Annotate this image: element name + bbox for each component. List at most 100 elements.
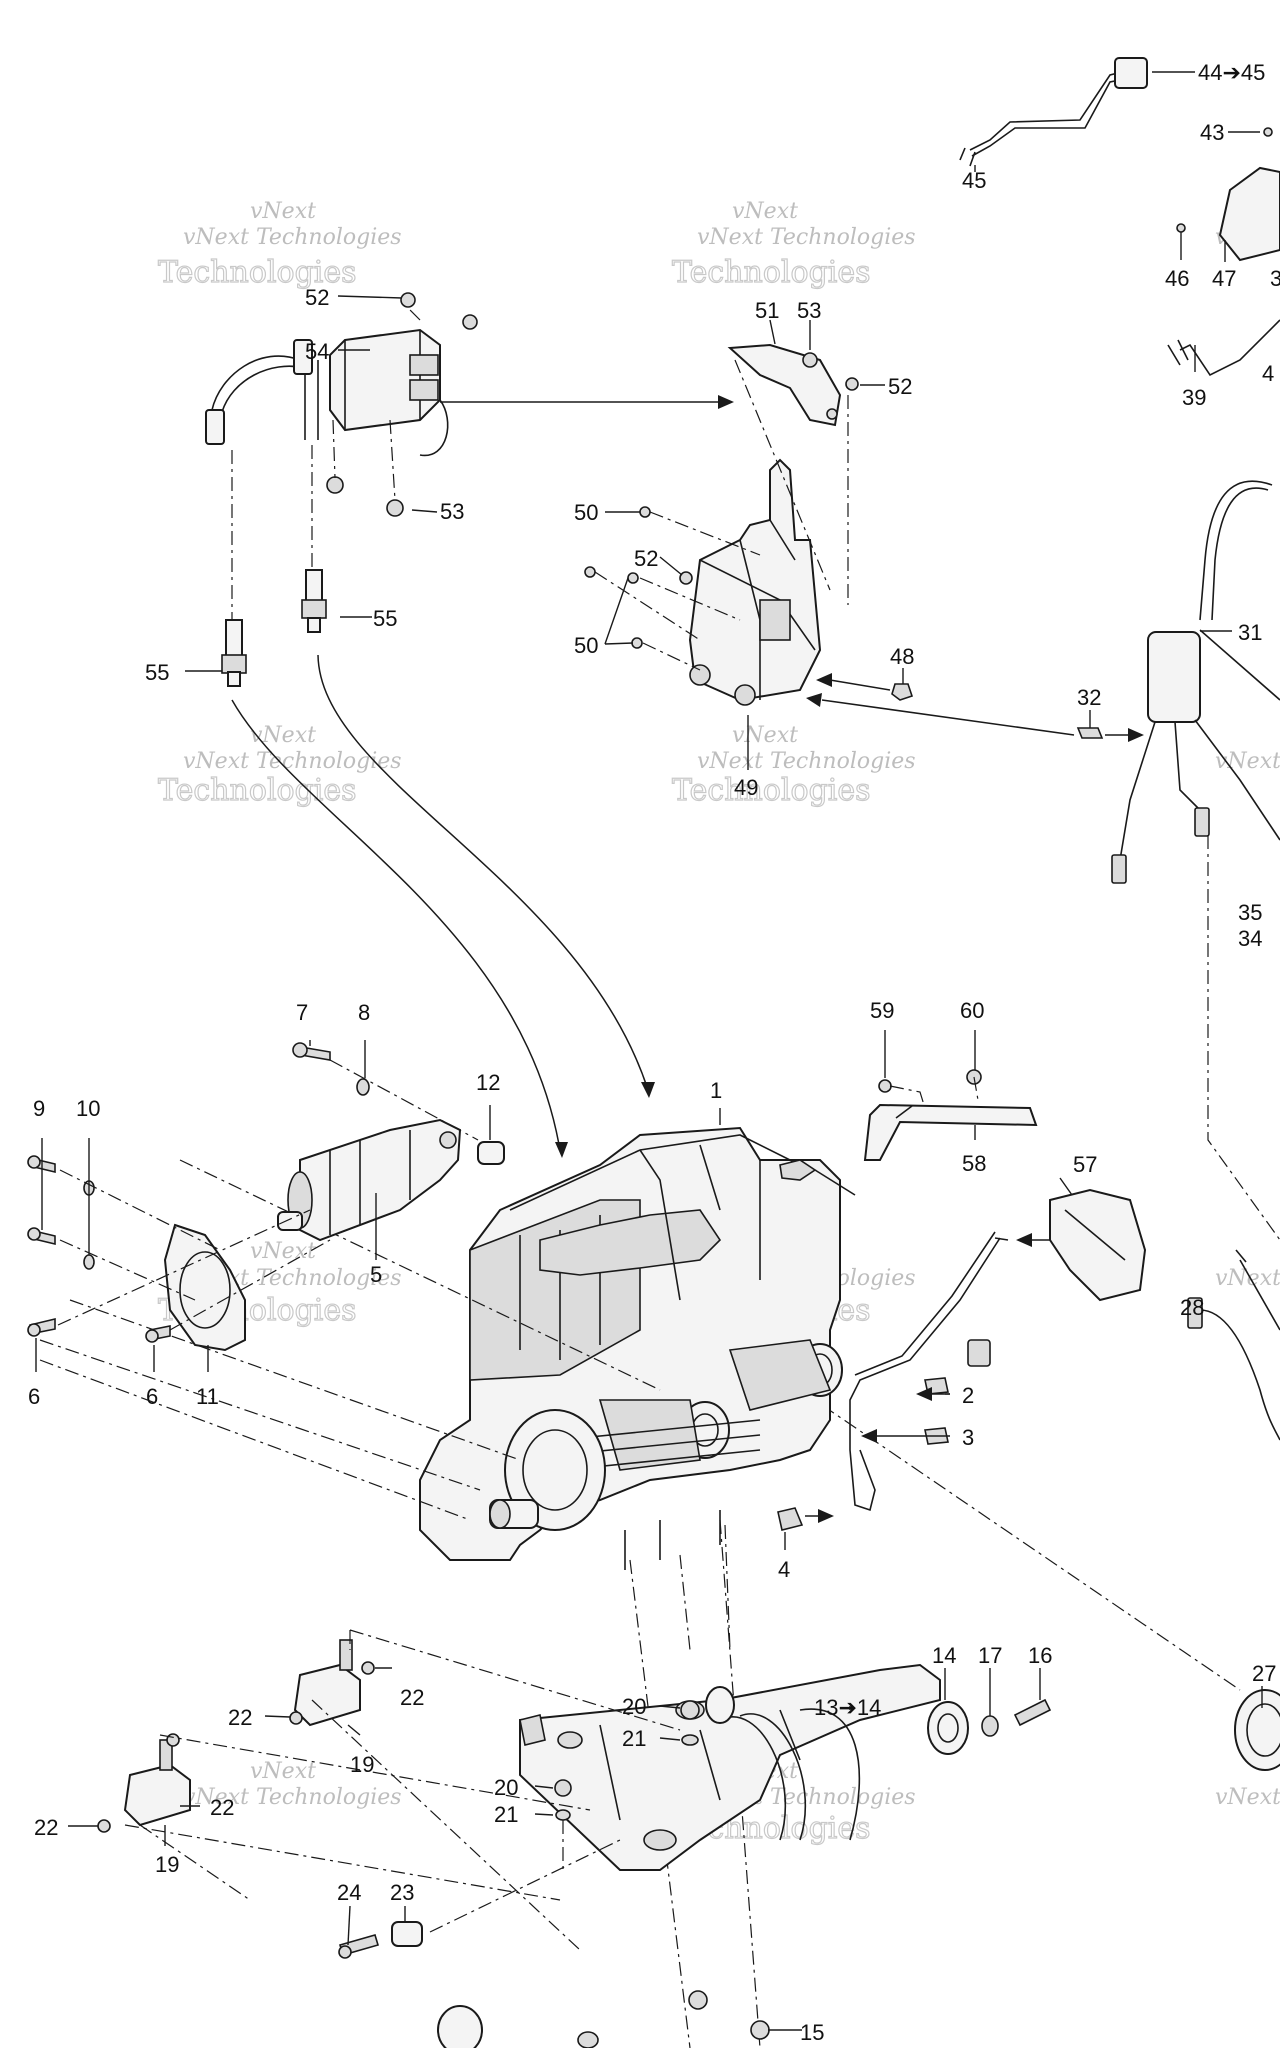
hose-58 [863, 1069, 1038, 1161]
callout-27: 27 [1252, 1661, 1276, 1686]
watermark-9: vNext Technologies vNext Technologies vN… [1215, 225, 1280, 1810]
engine-mount-assembly [97, 1629, 1052, 2048]
callout-6: 6 [146, 1384, 158, 1409]
callout-4: 4 [778, 1557, 790, 1582]
spark-plug-left [221, 619, 247, 687]
callout-9: 9 [33, 1096, 45, 1121]
callout-23: 23 [390, 1880, 414, 1905]
callout-28: 28 [1180, 1295, 1204, 1320]
callout-47: 47 [1212, 266, 1236, 291]
electrical-bracket-assembly [584, 343, 1144, 742]
watermark-2: vNext vNext Technologies Technologies [671, 199, 916, 291]
starter-plate-11 [163, 1223, 246, 1352]
svg-text:vNext: vNext [732, 199, 798, 224]
callout-52: 52 [888, 374, 912, 399]
callout-22: 22 [34, 1815, 58, 1840]
callout-22: 22 [400, 1685, 424, 1710]
callout-60: 60 [960, 998, 984, 1023]
watermark-1: vNext vNext Technologies Technologies [157, 199, 402, 291]
callout-54: 54 [305, 339, 329, 364]
callout-49: 49 [734, 775, 758, 800]
sensor-44 [1114, 57, 1148, 89]
bushing-12 [477, 1141, 505, 1165]
svg-text:vNext Technologies: vNext Technologies [697, 225, 916, 250]
spark-plug-right [301, 569, 327, 633]
callout-21: 21 [494, 1802, 518, 1827]
callout-55: 55 [373, 606, 397, 631]
callout-46: 46 [1165, 266, 1189, 291]
callout-6: 6 [28, 1384, 40, 1409]
coil-bolt [400, 292, 416, 308]
svg-text:Technologies: Technologies [158, 773, 357, 808]
callout-21: 21 [622, 1726, 646, 1751]
callout-45: 45 [962, 168, 986, 193]
callout-10: 10 [76, 1096, 100, 1121]
plug-flow-arrow [317, 654, 649, 1091]
plug-flow-arrow [231, 699, 561, 1151]
callout-53: 53 [440, 499, 464, 524]
svg-text:Technologies: Technologies [672, 255, 871, 290]
callout-19: 19 [155, 1852, 179, 1877]
leader-lines [35, 71, 1263, 2031]
callout-11: 11 [196, 1384, 219, 1409]
svg-text:vNext Technologies: vNext Technologies [1215, 749, 1280, 774]
watermark-group: vNext vNext Technologies Technologies vN… [157, 199, 1280, 1847]
svg-text:vNext Technologies: vNext Technologies [697, 749, 916, 774]
watermark-big: Technologies [158, 255, 357, 290]
callout-2: 2 [962, 1383, 974, 1408]
svg-text:vNext: vNext [250, 723, 316, 748]
coil-bolt [462, 314, 478, 330]
callout-58: 58 [962, 1151, 986, 1176]
callout-13: 13➔14 [814, 1695, 881, 1720]
intake-boot-57 [1016, 1188, 1147, 1302]
engine-mount-19 [123, 1763, 191, 1827]
callout-59: 59 [870, 998, 894, 1023]
callout-53: 53 [797, 298, 821, 323]
bracket-main [688, 458, 822, 702]
svg-text:vNext: vNext [250, 1239, 316, 1264]
callout-50: 50 [574, 633, 598, 658]
callout-51: 51 [755, 298, 779, 323]
callout-5: 5 [370, 1262, 382, 1287]
callout-20: 20 [622, 1694, 646, 1719]
watermark-text: vNext Technologies [183, 225, 402, 250]
callout-19: 19 [350, 1752, 374, 1777]
callout-16: 16 [1028, 1643, 1052, 1668]
callout-39: 39 [1182, 385, 1206, 410]
starter-assembly [27, 1042, 505, 1352]
watermark-vnext: vNext [250, 199, 316, 224]
callout-57: 57 [1073, 1152, 1097, 1177]
callout-20: 20 [494, 1775, 518, 1800]
callout-35: 35 [1238, 900, 1262, 925]
svg-text:Technologies: Technologies [672, 773, 871, 808]
callout-50: 50 [574, 500, 598, 525]
svg-text:vNext Technologies: vNext Technologies [183, 1785, 402, 1810]
callout-34: 34 [1238, 926, 1262, 951]
callout-22: 22 [228, 1705, 252, 1730]
callout-32: 32 [1077, 685, 1101, 710]
engine-mount-19 [293, 1663, 361, 1727]
svg-text:vNext Technologies: vNext Technologies [1215, 1266, 1280, 1291]
clamp-27 [1234, 1689, 1280, 1771]
callout-4: 4 [1262, 361, 1274, 386]
svg-text:vNext Technologies: vNext Technologies [183, 749, 402, 774]
watermark-3: vNext vNext Technologies Technologies [157, 723, 402, 809]
callout-7: 7 [296, 1000, 308, 1025]
sleeve-23 [391, 1921, 423, 1947]
callout-12: 12 [476, 1070, 500, 1095]
rubber-mount-14 [927, 1701, 969, 1755]
callout-3: 3 [1270, 266, 1280, 291]
callout-24: 24 [337, 1880, 361, 1905]
svg-text:vNext: vNext [732, 723, 798, 748]
callout-8: 8 [358, 1000, 370, 1025]
callout-14: 14 [932, 1643, 956, 1668]
cover-47 [1218, 166, 1280, 262]
callout-52: 52 [634, 546, 658, 571]
callout-48: 48 [890, 644, 914, 669]
callout-15: 15 [800, 2020, 824, 2045]
svg-text:vNext Technologies: vNext Technologies [1215, 1785, 1280, 1810]
callout-22: 22 [210, 1795, 234, 1820]
plug-cap [205, 409, 225, 445]
svg-text:vNext: vNext [250, 1759, 316, 1784]
